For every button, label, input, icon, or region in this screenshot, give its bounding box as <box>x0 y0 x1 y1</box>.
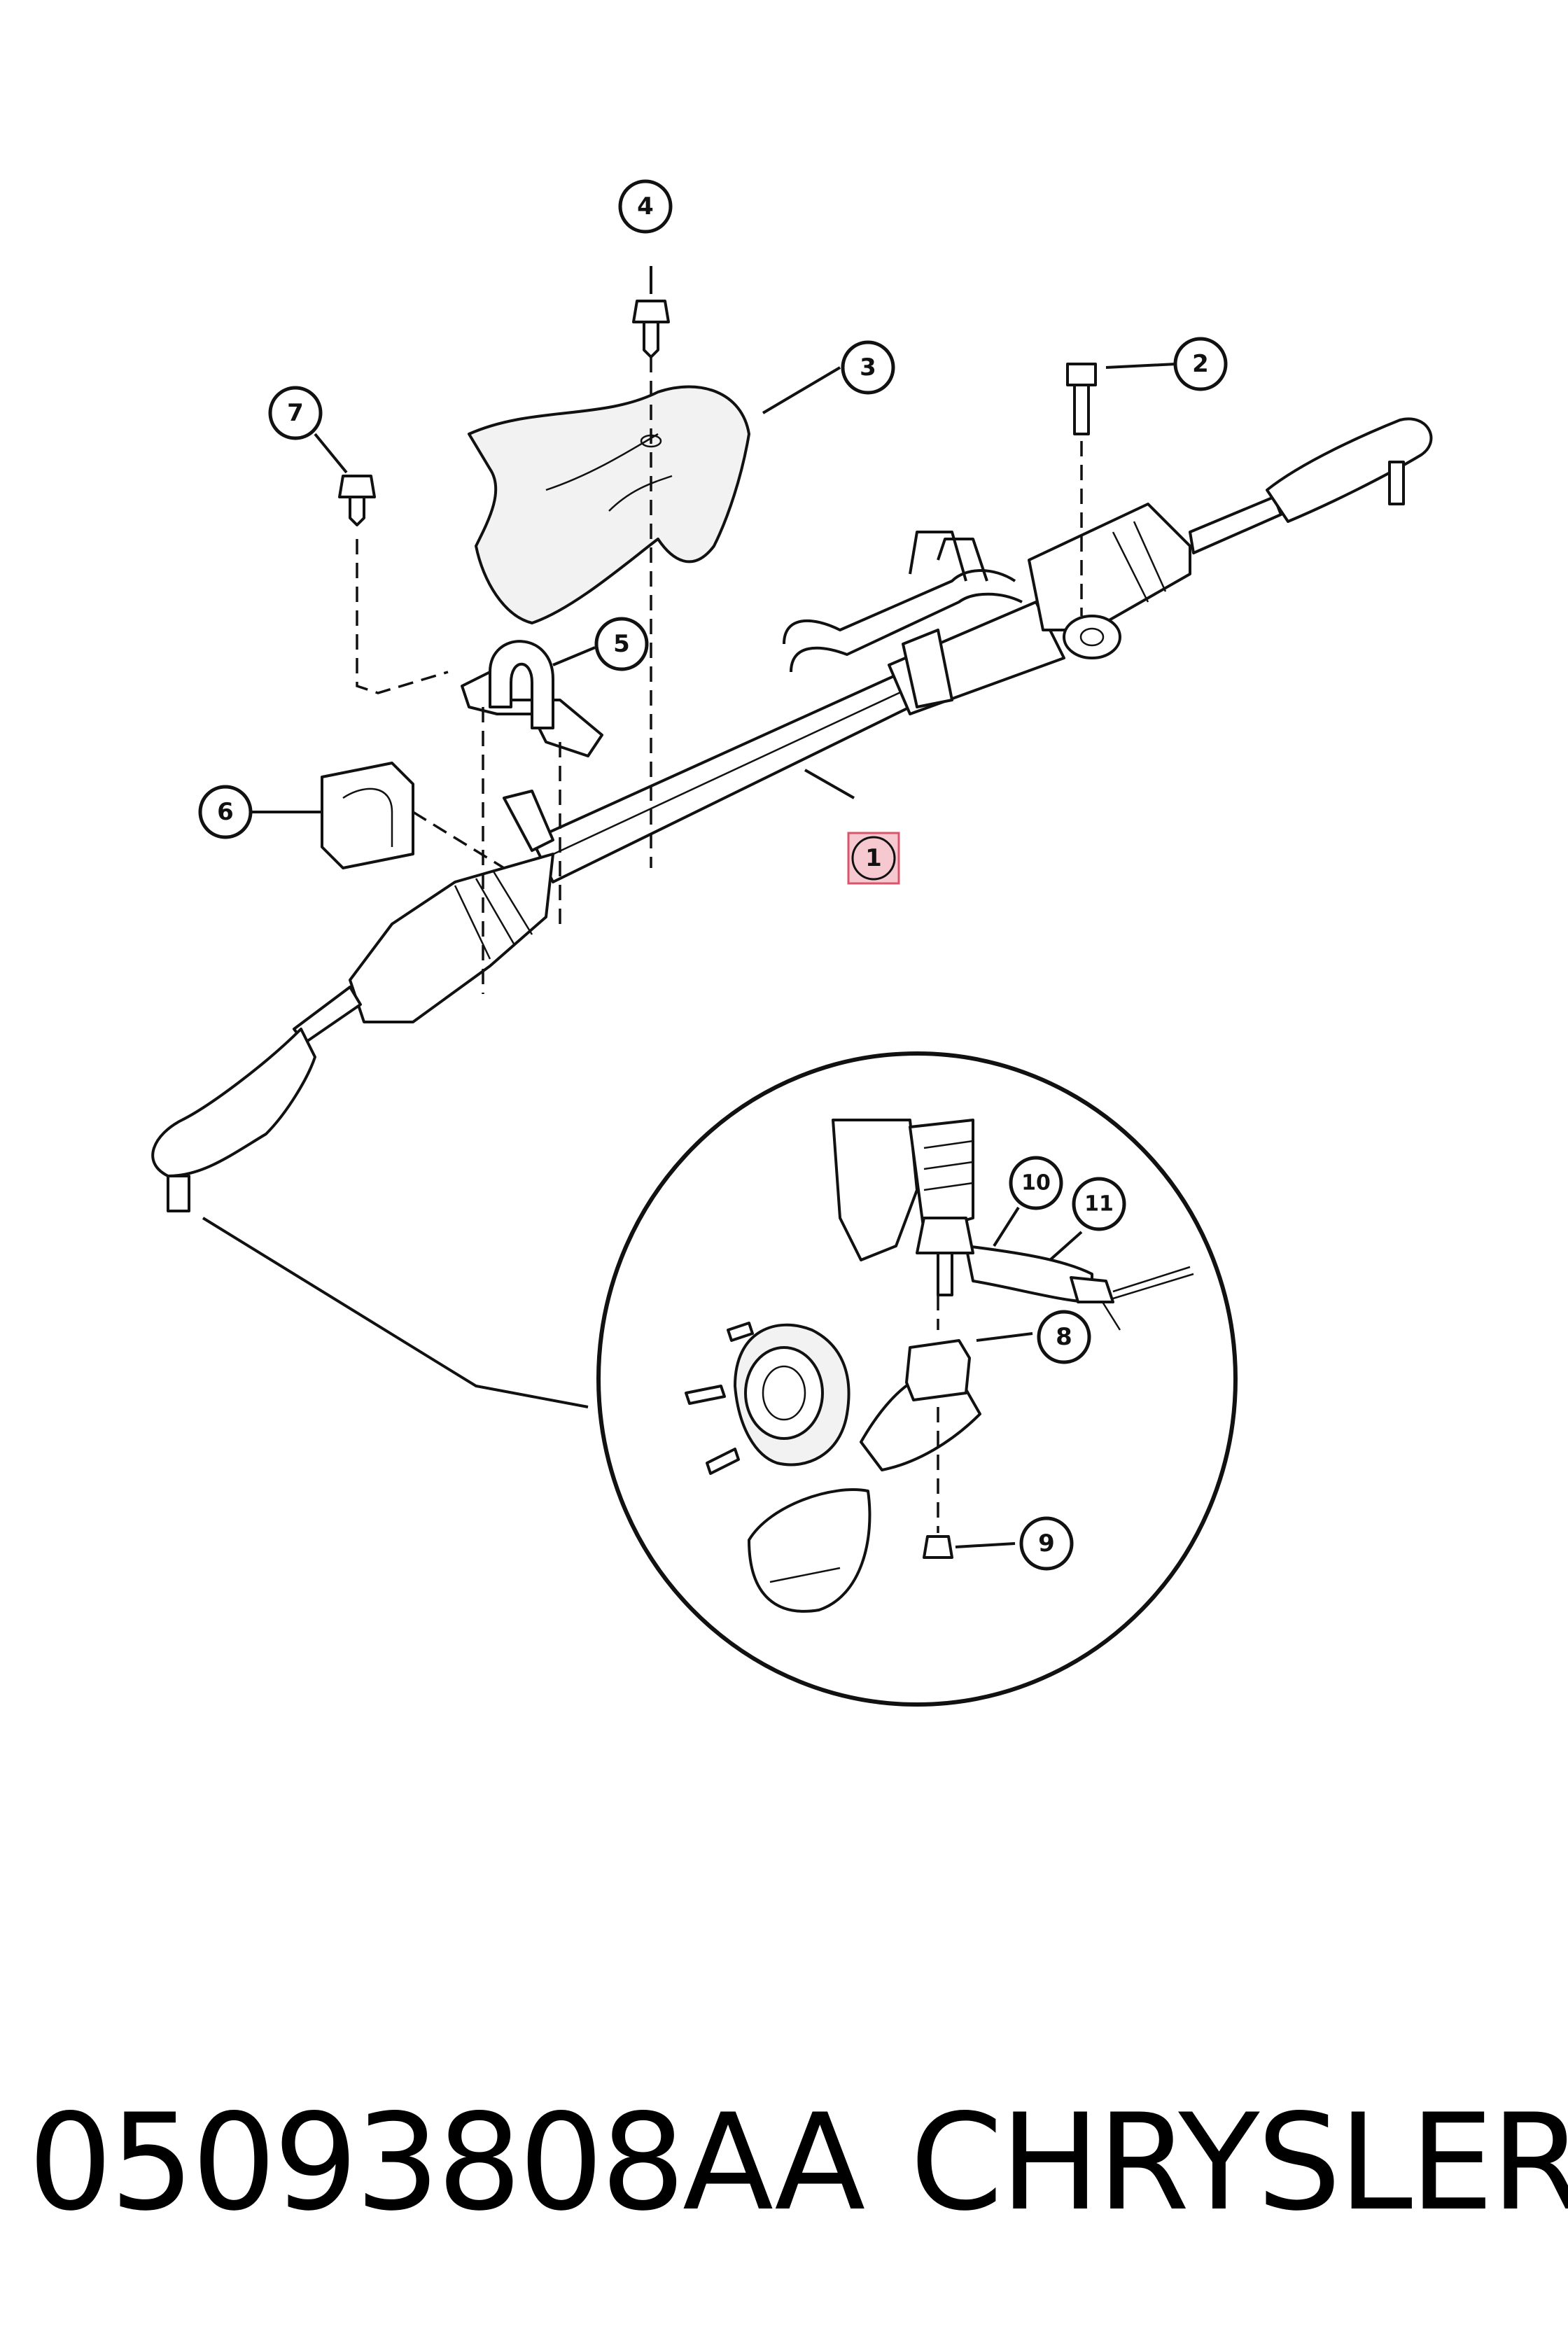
callout-6: 6 <box>198 785 253 839</box>
callout-number: 5 <box>613 630 630 658</box>
rack-bushing <box>321 762 414 869</box>
callout-4: 4 <box>618 179 673 234</box>
callout-3: 3 <box>841 340 895 395</box>
heat-shield <box>468 385 750 624</box>
callout-10: 10 <box>1009 1156 1063 1210</box>
callout-number: 9 <box>1038 1530 1055 1558</box>
callout-11: 11 <box>1072 1177 1126 1231</box>
part-number: 05093808AA <box>28 2085 865 2240</box>
bolt-2 <box>1066 363 1097 616</box>
callout-number: 1 <box>865 844 882 872</box>
callout-9: 9 <box>1019 1516 1074 1571</box>
callout-number: 11 <box>1084 1192 1114 1217</box>
steering-rack-assembly <box>151 417 1433 1212</box>
callout-number: 2 <box>1192 350 1209 378</box>
mounting-clamp <box>461 640 603 757</box>
callout-1: 1 <box>847 832 900 885</box>
callout-8: 8 <box>1037 1310 1091 1364</box>
callout-2: 2 <box>1173 337 1228 391</box>
callout-number: 3 <box>860 354 876 382</box>
bolt-7 <box>338 475 449 694</box>
callout-5: 5 <box>594 617 649 671</box>
bolt-4 <box>632 300 670 868</box>
detail-view <box>596 1051 1238 1707</box>
callout-number: 6 <box>217 798 234 826</box>
callout-number: 8 <box>1056 1323 1072 1351</box>
callout-7: 7 <box>268 386 323 440</box>
callout-number: 4 <box>637 192 654 220</box>
brand-name: CHRYSLER <box>910 2085 1568 2240</box>
callout-number: 7 <box>287 399 304 427</box>
footer: 05093808AA CHRYSLER <box>0 2058 1568 2268</box>
exploded-parts-diagram: 1 2 3 4 5 6 7 8 9 10 11 <box>151 179 1433 1707</box>
callout-number: 10 <box>1021 1171 1051 1196</box>
